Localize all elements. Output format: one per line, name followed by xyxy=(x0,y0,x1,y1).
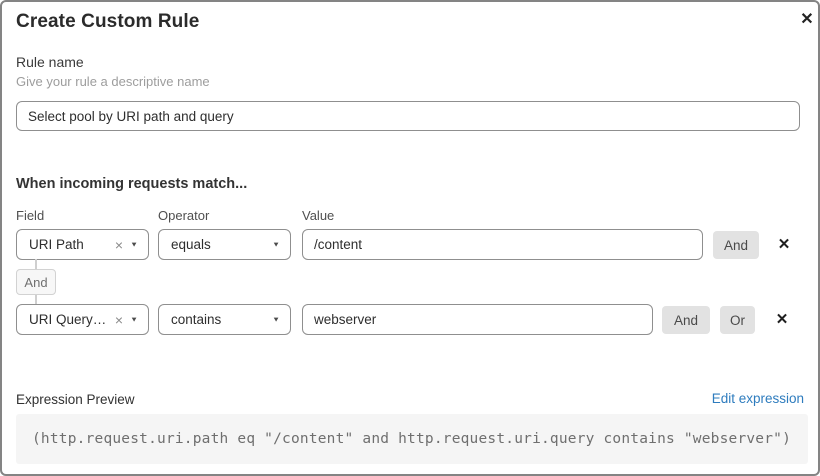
edit-expression-link[interactable]: Edit expression xyxy=(711,391,804,406)
value-column-label: Value xyxy=(302,208,335,223)
and-button-row1[interactable]: And xyxy=(713,231,759,259)
rule-name-helper-text: Give your rule a descriptive name xyxy=(16,74,210,89)
operator-select-row2-value: contains xyxy=(171,312,222,327)
operator-column-label: Operator xyxy=(158,208,210,223)
operator-select-row1[interactable]: equals ▼ xyxy=(158,229,291,260)
chevron-down-icon: ▼ xyxy=(272,240,280,249)
chevron-down-icon: ▼ xyxy=(130,240,138,249)
clear-selection-icon[interactable]: × xyxy=(114,311,124,328)
and-connector-chip: And xyxy=(16,269,56,295)
or-button-row2[interactable]: Or xyxy=(720,306,755,334)
chevron-down-icon: ▼ xyxy=(272,315,280,324)
remove-row1-icon[interactable]: ✕ xyxy=(777,236,791,253)
remove-row2-icon[interactable]: ✕ xyxy=(775,311,789,328)
field-select-row1-value: URI Path xyxy=(29,237,84,252)
operator-select-row1-value: equals xyxy=(171,237,211,252)
rule-name-input[interactable] xyxy=(16,101,800,131)
operator-select-row2[interactable]: contains ▼ xyxy=(158,304,291,335)
expression-code-block: (http.request.uri.path eq "/content" and… xyxy=(16,414,808,464)
expression-code-text: (http.request.uri.path eq "/content" and… xyxy=(32,431,792,447)
field-select-row2[interactable]: URI Query St... × ▼ xyxy=(16,304,149,335)
expression-preview-label: Expression Preview xyxy=(16,392,135,407)
field-select-row2-value: URI Query St... xyxy=(29,312,109,327)
rule-name-label: Rule name xyxy=(16,54,84,70)
field-select-row1[interactable]: URI Path × ▼ xyxy=(16,229,149,260)
clear-selection-icon[interactable]: × xyxy=(114,236,124,253)
field-column-label: Field xyxy=(16,208,45,223)
and-button-row2[interactable]: And xyxy=(662,306,710,334)
value-input-row1[interactable] xyxy=(302,229,703,260)
value-input-row2[interactable] xyxy=(302,304,653,335)
match-section-heading: When incoming requests match... xyxy=(16,176,248,192)
page-title: Create Custom Rule xyxy=(16,11,200,32)
chevron-down-icon: ▼ xyxy=(130,315,138,324)
close-icon[interactable]: ✕ xyxy=(800,11,814,28)
